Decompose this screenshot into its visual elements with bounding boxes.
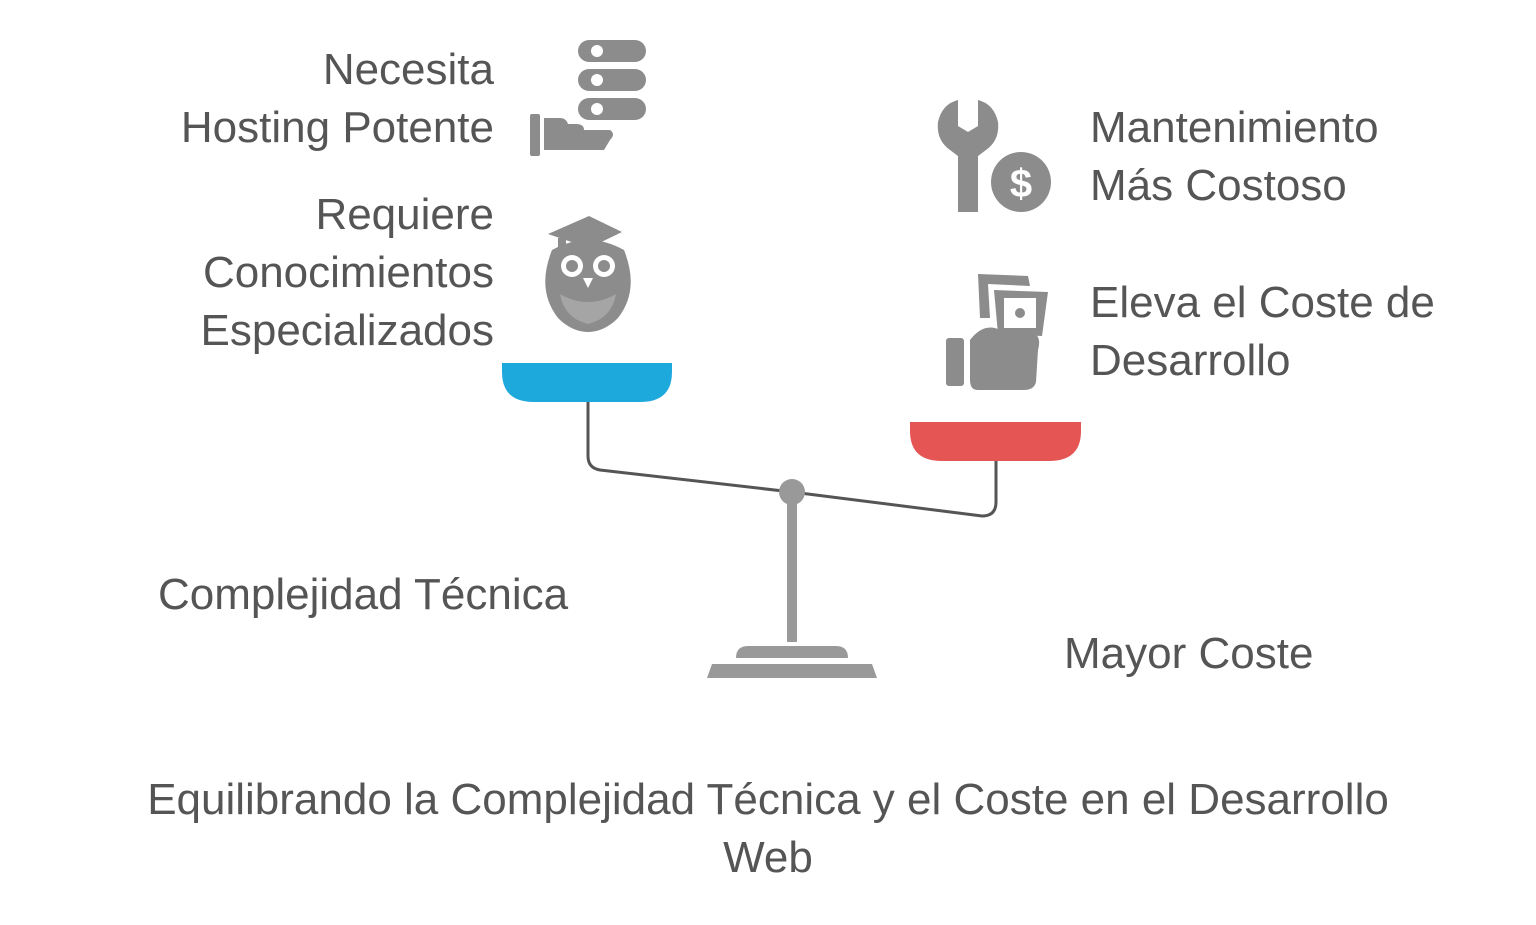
- left-pan: [502, 363, 672, 402]
- left-item-1-label: Necesita Hosting Potente: [180, 45, 494, 152]
- right-pan-string: [791, 458, 998, 518]
- server-hand-icon: [530, 40, 646, 156]
- scale-base-top: [736, 646, 848, 658]
- owl-graduate-icon: [545, 216, 631, 332]
- hand-money-icon: [946, 274, 1048, 390]
- svg-text:$: $: [1010, 162, 1032, 206]
- scale-base: [707, 664, 877, 678]
- diagram-caption: Equilibrando la Complejidad Técnica y el…: [147, 775, 1389, 882]
- left-pan-string: [586, 400, 793, 494]
- right-pan: [910, 422, 1081, 461]
- scale-pivot: [779, 479, 805, 505]
- scale-pole: [787, 500, 797, 642]
- left-group-label: Complejidad Técnica: [158, 570, 569, 619]
- right-item-2-label: Eleva el Coste de Desarrollo: [1090, 278, 1435, 385]
- left-item-2-label: Requiere Conocimientos Especializados: [200, 190, 495, 355]
- right-item-1-label: Mantenimiento Más Costoso: [1090, 103, 1379, 210]
- right-group-label: Mayor Coste: [1064, 629, 1314, 678]
- wrench-dollar-icon: $: [937, 100, 1051, 212]
